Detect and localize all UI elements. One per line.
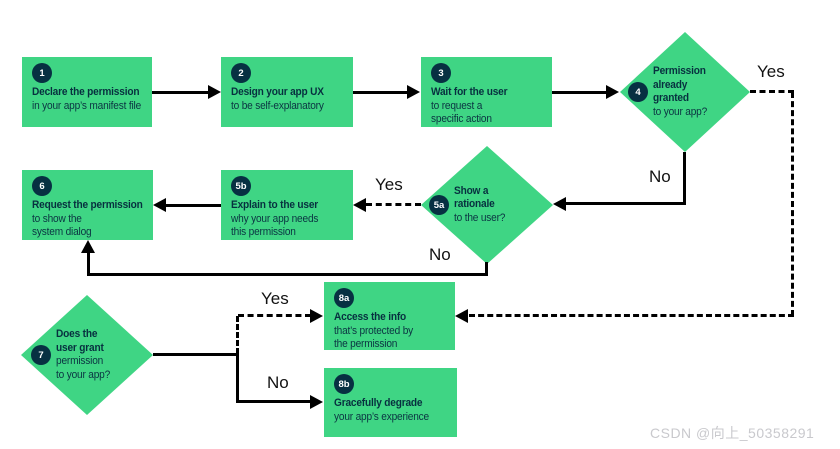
node-6-title: Request the permission bbox=[32, 199, 143, 211]
edge-5b-6-arrowhead-icon bbox=[153, 198, 166, 212]
node-5b-explain-to-user: 5b Explain to the user why your app need… bbox=[221, 170, 353, 240]
edge-7-8a-arrowhead-icon bbox=[310, 309, 323, 323]
step-7-badge: 7 bbox=[31, 345, 51, 365]
edge-2-3-arrowhead-icon bbox=[407, 85, 420, 99]
step-1-badge: 1 bbox=[32, 63, 52, 83]
node-5a-body: to the user? bbox=[454, 211, 506, 224]
edge-7-8a-line-up bbox=[236, 316, 239, 354]
edge-4-8a-line-bottom bbox=[469, 314, 794, 317]
edge-5a-5b-label-yes: Yes bbox=[375, 175, 403, 194]
node-2-title: Design your app UX bbox=[231, 86, 324, 98]
node-3-title: Wait for the user bbox=[431, 86, 508, 98]
node-3-body: to request a specific action bbox=[431, 99, 492, 126]
edge-4-8a-line-top bbox=[750, 90, 794, 93]
edge-5a-6-arrowhead-icon bbox=[81, 240, 95, 253]
step-3-badge: 3 bbox=[431, 63, 451, 83]
step-8b-badge: 8b bbox=[334, 374, 354, 394]
step-5b-badge: 5b bbox=[231, 176, 251, 196]
node-8a-body: that’s protected by the permission bbox=[334, 324, 414, 351]
edge-4-8a-arrowhead-icon bbox=[455, 309, 468, 323]
edge-7-stem-line bbox=[153, 353, 239, 356]
step-6-badge: 6 bbox=[32, 176, 52, 196]
node-6-body: to show the system dialog bbox=[32, 212, 92, 239]
node-5a-title: Show a rationale bbox=[454, 184, 495, 211]
edge-4-5a-label-no: No bbox=[649, 167, 671, 186]
node-8b-body: your app’s experience bbox=[334, 410, 429, 423]
edge-7-8b-line-right bbox=[236, 400, 311, 403]
edge-7-8a-label-yes: Yes bbox=[261, 289, 289, 308]
edge-4-5a-line-left bbox=[565, 202, 686, 205]
edge-3-4-line bbox=[552, 91, 607, 94]
edge-5a-6-line-down bbox=[485, 262, 488, 276]
node-5b-body: why your app needs this permission bbox=[231, 212, 319, 239]
edge-7-8a-line-right bbox=[238, 314, 311, 317]
edge-3-4-arrowhead-icon bbox=[606, 85, 619, 99]
node-8b-title: Gracefully degrade bbox=[334, 397, 423, 409]
edge-5a-6-label-no: No bbox=[429, 245, 451, 264]
edge-4-8a-label-yes: Yes bbox=[757, 62, 785, 81]
node-7-body: permission to your app? bbox=[56, 355, 111, 381]
node-1-title: Declare the permission bbox=[32, 86, 140, 98]
edge-5b-6-line bbox=[165, 204, 221, 207]
step-8a-badge: 8a bbox=[334, 288, 354, 308]
node-3-wait-for-user: 3 Wait for the user to request a specifi… bbox=[421, 57, 552, 127]
node-2-design-ux: 2 Design your app UX to be self-explanat… bbox=[221, 57, 353, 127]
edge-7-8b-line-down bbox=[236, 353, 239, 403]
node-7-title: Does the user grant bbox=[56, 328, 104, 354]
node-1-declare-permission: 1 Declare the permission in your app’s m… bbox=[22, 57, 152, 127]
node-2-body: to be self-explanatory bbox=[231, 99, 324, 112]
node-6-request-permission: 6 Request the permission to show the sys… bbox=[22, 170, 153, 240]
edge-5a-6-line-across bbox=[87, 273, 487, 276]
step-4-badge: 4 bbox=[628, 82, 648, 102]
edge-1-2-line bbox=[152, 91, 209, 94]
edge-2-3-line bbox=[353, 91, 408, 94]
node-5a-show-rationale-decision: 5a Show a rationale to the user? bbox=[421, 146, 553, 264]
node-4-body: to your app? bbox=[653, 105, 708, 118]
node-5b-title: Explain to the user bbox=[231, 199, 319, 211]
edge-7-8b-arrowhead-icon bbox=[310, 395, 323, 409]
csdn-watermark: CSDN @向上_50358291 bbox=[650, 425, 815, 441]
edge-5a-5b-arrowhead-icon bbox=[353, 198, 366, 212]
edge-4-8a-line-right bbox=[791, 92, 794, 316]
edge-5a-6-line-up bbox=[87, 252, 90, 274]
step-2-badge: 2 bbox=[231, 63, 251, 83]
node-8a-title: Access the info bbox=[334, 311, 407, 323]
node-1-body: in your app’s manifest file bbox=[32, 99, 142, 112]
edge-4-5a-line-down bbox=[683, 152, 686, 204]
node-4-permission-granted-decision: 4 Permission already granted to your app… bbox=[620, 32, 750, 152]
edge-1-2-arrowhead-icon bbox=[208, 85, 221, 99]
node-8a-access-info: 8a Access the info that’s protected by t… bbox=[324, 282, 455, 350]
node-7-user-grant-decision: 7 Does the user grant permission to your… bbox=[21, 295, 153, 415]
node-4-title: Permission already granted bbox=[653, 65, 706, 104]
edge-5a-5b-line bbox=[366, 203, 421, 206]
edge-7-8b-label-no: No bbox=[267, 373, 289, 392]
step-5a-badge: 5a bbox=[429, 195, 449, 215]
edge-4-5a-arrowhead-icon bbox=[553, 197, 566, 211]
node-8b-gracefully-degrade: 8b Gracefully degrade your app’s experie… bbox=[324, 368, 457, 437]
